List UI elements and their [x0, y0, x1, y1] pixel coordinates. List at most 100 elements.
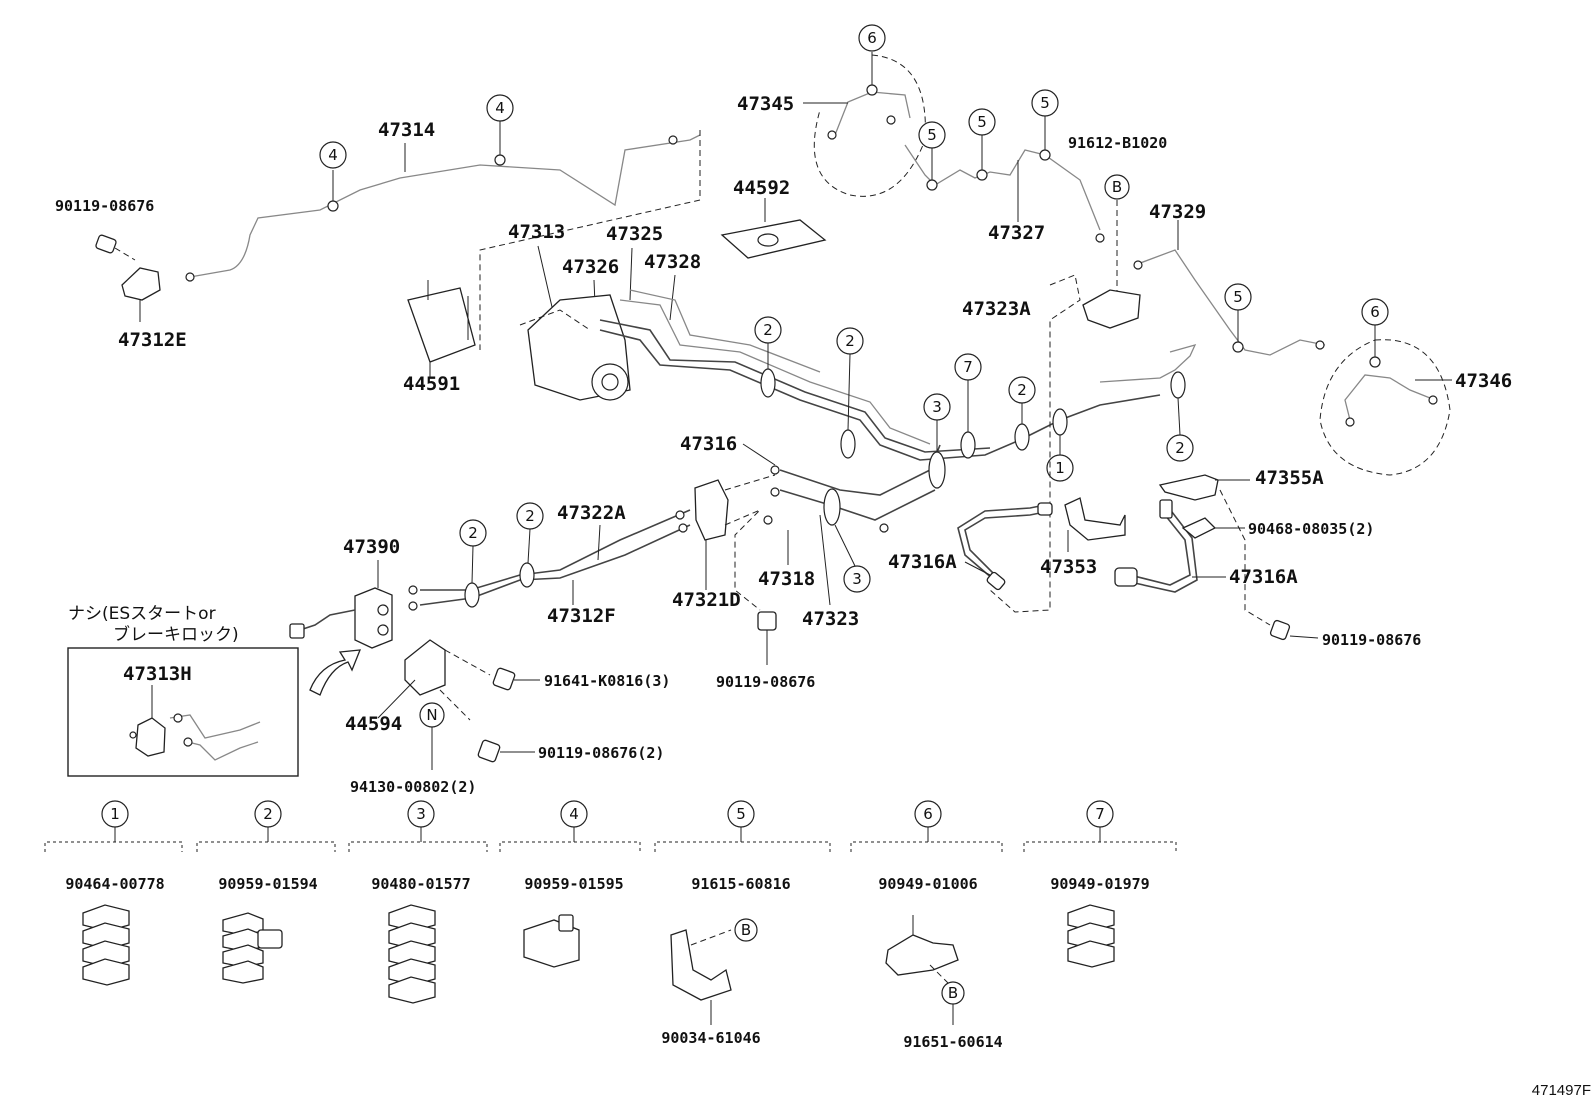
label-47355A: 47355A	[1255, 467, 1324, 489]
svg-text:3: 3	[932, 398, 942, 416]
svg-text:2: 2	[845, 332, 855, 350]
bracket-47312E	[121, 267, 161, 322]
svg-text:3: 3	[852, 570, 862, 588]
label-90119-08676-a: 90119-08676	[55, 197, 154, 215]
label-47353: 47353	[1040, 556, 1097, 578]
callout-2-d: 2	[1166, 434, 1194, 462]
callout-2-c: 2	[1008, 376, 1036, 404]
legend-part-number: 90464-00778	[65, 875, 164, 893]
callout-2-e: 2	[516, 502, 544, 530]
label-47323A: 47323A	[962, 298, 1031, 320]
legend-number: 7	[1095, 805, 1105, 823]
svg-text:2: 2	[468, 524, 478, 542]
svg-text:4: 4	[495, 99, 505, 117]
svg-text:B: B	[741, 921, 751, 939]
legend-part-number: 90949-01979	[1050, 875, 1149, 893]
label-94130-00802: 94130-00802(2)	[350, 778, 476, 796]
callout-2-a: 2	[754, 316, 782, 344]
callout-1-a: 1	[1046, 454, 1074, 482]
label-47329: 47329	[1149, 201, 1206, 223]
label-47326: 47326	[562, 256, 619, 278]
label-47328: 47328	[644, 251, 701, 273]
label-47322A: 47322A	[557, 502, 626, 524]
legend-number: 6	[923, 805, 933, 823]
bolt-90119-08676-2	[477, 739, 535, 763]
connector-47390	[289, 560, 393, 649]
bolt-91641-K0816	[492, 667, 540, 691]
clamp-legend: 190464-00778290959-01594390480-015774909…	[44, 800, 1177, 1051]
callout-5-b: 5	[968, 108, 996, 136]
svg-text:6: 6	[1370, 303, 1380, 321]
bolt-90119-08676-c	[1269, 619, 1319, 641]
callout-B-legend: B	[734, 918, 758, 942]
label-90119-08676-2: 90119-08676(2)	[538, 744, 664, 762]
legend-item-1: 1 90464-00778	[44, 800, 183, 986]
main-tube-bundle	[419, 289, 1197, 606]
clip-drawing	[82, 904, 130, 986]
svg-text:5: 5	[1040, 94, 1050, 112]
callout-3-a: 3	[923, 393, 951, 421]
arrow-icon	[309, 649, 362, 696]
label-47316A-a: 47316A	[888, 551, 957, 573]
clip-drawing	[1067, 904, 1115, 968]
label-47323: 47323	[802, 608, 859, 630]
tube-47327	[904, 116, 1105, 243]
svg-text:B: B	[948, 984, 958, 1002]
bracket-44594	[377, 639, 491, 721]
legend-number: 1	[110, 805, 120, 823]
callout-2-f: 2	[459, 519, 487, 547]
callout-2-b: 2	[836, 327, 864, 355]
legend-number: 4	[569, 805, 579, 823]
clip-drawing: B	[885, 915, 965, 1025]
label-47316: 47316	[680, 433, 737, 455]
inset-47313H	[67, 647, 299, 777]
legend-number: 3	[416, 805, 426, 823]
label-47313: 47313	[508, 221, 565, 243]
svg-text:2: 2	[1175, 439, 1185, 457]
callout-7: 7	[954, 353, 982, 381]
label-91612-B1020: 91612-B1020	[1068, 134, 1167, 152]
legend-item-7: 7 90949-01979	[1023, 800, 1177, 968]
callout-N: N	[419, 702, 445, 728]
clip-drawing	[388, 904, 436, 1004]
svg-text:2: 2	[1017, 381, 1027, 399]
svg-text:2: 2	[525, 507, 535, 525]
label-47312F: 47312F	[547, 605, 616, 627]
diagram-ref-code: 471497F	[1532, 1082, 1591, 1099]
label-47327: 47327	[988, 222, 1045, 244]
svg-text:B: B	[1112, 178, 1122, 196]
label-47313H: 47313H	[123, 663, 192, 685]
svg-text:6: 6	[867, 29, 877, 47]
clip-drawing	[222, 912, 283, 984]
label-47390: 47390	[343, 536, 400, 558]
label-47325: 47325	[606, 223, 663, 245]
junction-47321D	[694, 474, 776, 611]
svg-text:N: N	[426, 706, 437, 724]
label-90119-08676-b: 90119-08676	[716, 673, 815, 691]
label-91641-K0816: 91641-K0816(3)	[544, 672, 670, 690]
callout-B-legend: B	[941, 981, 965, 1005]
svg-text:2: 2	[763, 321, 773, 339]
svg-text:5: 5	[927, 126, 937, 144]
legend-part-number: 90949-01006	[878, 875, 977, 893]
fittings-47316	[763, 465, 889, 533]
clip-90468-08035	[1181, 517, 1245, 539]
hose-47316A-right	[1114, 499, 1198, 593]
callout-5-d: 5	[1224, 283, 1252, 311]
svg-text:7: 7	[963, 358, 973, 376]
callout-4-a: 4	[319, 141, 347, 169]
svg-text:4: 4	[328, 146, 338, 164]
bracket-47353	[1064, 497, 1126, 552]
bolt-90119-08676-a	[95, 234, 136, 261]
label-47318: 47318	[758, 568, 815, 590]
bracket-44591	[407, 280, 476, 378]
legend-part-number: 90959-01594	[218, 875, 317, 893]
hose-47316A-left	[957, 502, 1053, 591]
legend-item-2: 2 90959-01594	[196, 800, 336, 984]
label-44591: 44591	[403, 373, 460, 395]
brake-disc-front-left	[803, 52, 926, 197]
legend-number: 2	[263, 805, 273, 823]
